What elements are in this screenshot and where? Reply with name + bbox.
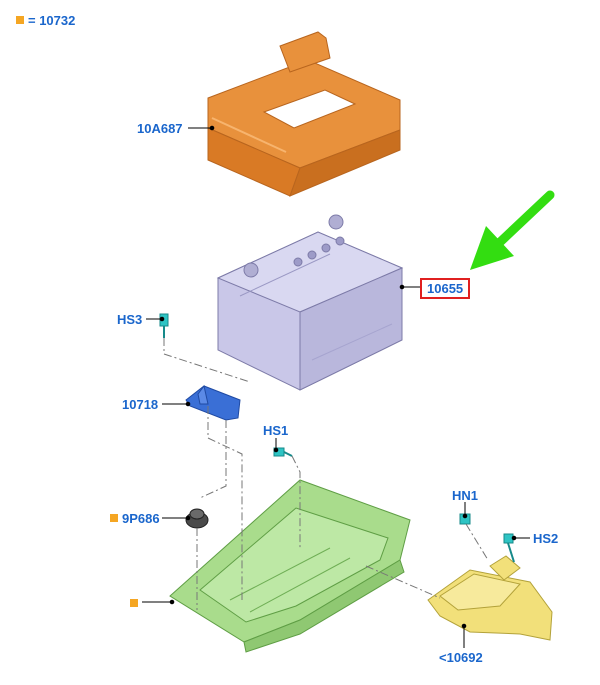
legend-text: = 10732 <box>28 13 76 28</box>
battery <box>216 214 404 391</box>
label-hs1: HS1 <box>263 423 289 438</box>
legend-marker-icon <box>16 16 24 24</box>
legend-marker-icon <box>130 599 138 607</box>
leader-lines <box>142 125 530 648</box>
label-hs3: HS3 <box>117 312 143 327</box>
pointer-arrow-icon <box>470 190 555 270</box>
alignment-lines <box>163 338 489 610</box>
legend: = 10732 <box>16 13 75 28</box>
label-cover: 10A687 <box>137 121 183 136</box>
label-hs2: HS2 <box>533 531 559 546</box>
label-tray-marker <box>130 596 142 611</box>
label-clamp: 10718 <box>122 397 159 412</box>
tray-support-bracket <box>427 555 553 641</box>
battery-cover <box>207 31 401 197</box>
label-hn1: HN1 <box>452 488 479 503</box>
label-battery: 10655 <box>420 278 471 299</box>
legend-marker-icon <box>110 514 118 522</box>
bolt-hs1 <box>273 447 293 457</box>
battery-tray <box>169 479 411 653</box>
label-support: <10692 <box>439 650 483 665</box>
label-grommet: 9P686 <box>110 511 160 526</box>
label-grommet-text: 9P686 <box>122 511 160 526</box>
battery-clamp <box>185 384 241 421</box>
